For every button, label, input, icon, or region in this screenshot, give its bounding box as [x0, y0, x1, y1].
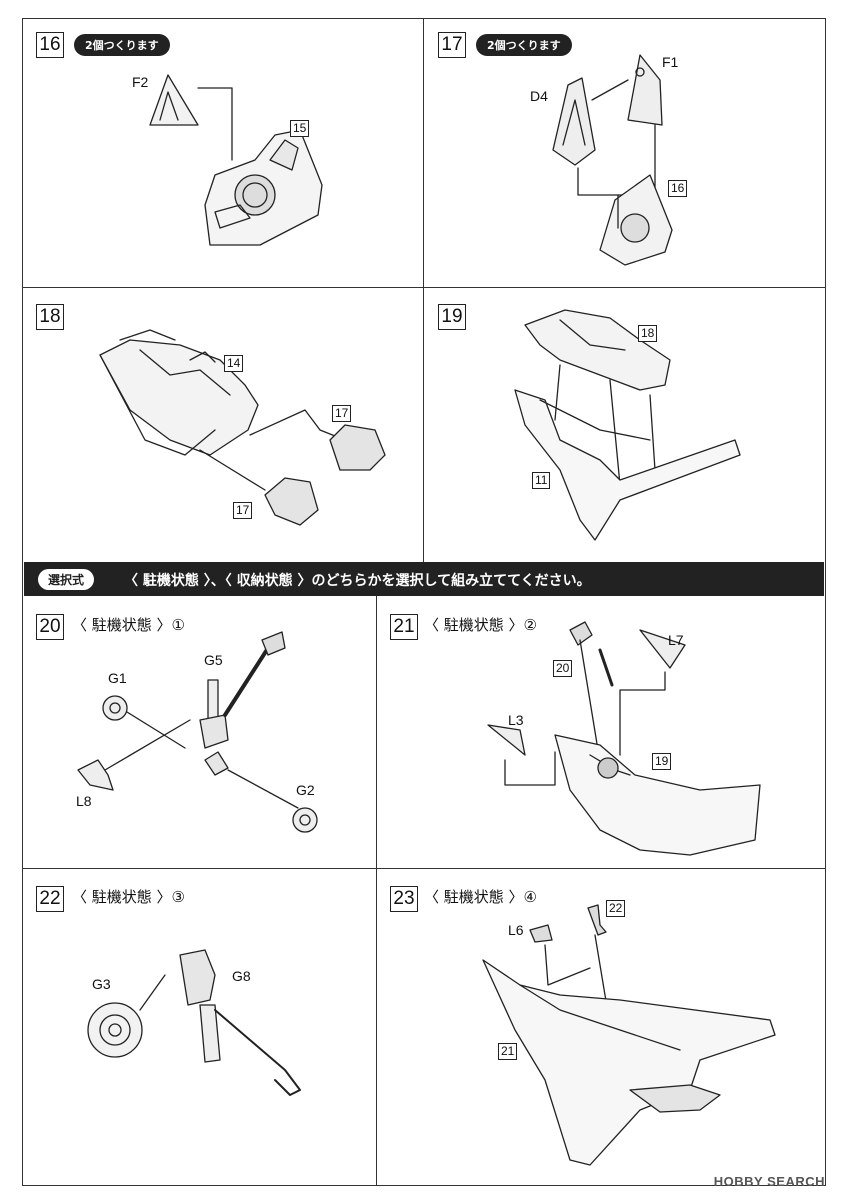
step-20-title: 〈 駐機状態 〉① [72, 616, 185, 634]
divider-row3 [22, 868, 826, 869]
part-label-19: 19 [652, 753, 672, 770]
step-16-number: 16 [36, 32, 64, 58]
part-label-17b: 17 [233, 502, 253, 519]
divider-bottom-vertical [376, 596, 377, 1186]
step23-illustration [482, 904, 776, 1166]
part-label-18: 18 [638, 325, 658, 342]
part-label-22: 22 [606, 900, 626, 917]
step-19-number: 19 [438, 304, 466, 330]
selection-banner: 選択式 〈 駐機状態 〉、〈 収納状態 〉のどちらかを選択して組み立ててください… [24, 562, 824, 596]
part-label-G3: G3 [92, 976, 111, 992]
step21-illustration [487, 621, 761, 856]
step18-illustration [99, 329, 386, 526]
part-label-14: 14 [224, 355, 244, 372]
step-20-number: 20 [36, 614, 64, 640]
step17-illustration [552, 54, 673, 266]
part-label-21: 21 [498, 1043, 518, 1060]
step-23-title: 〈 駐機状態 〉④ [424, 888, 537, 906]
part-label-D4: D4 [530, 88, 548, 104]
selection-instruction: 〈 駐機状態 〉、〈 収納状態 〉のどちらかを選択して組み立ててください。 [124, 573, 591, 589]
step-22-number: 22 [36, 886, 64, 912]
part-label-L6: L6 [508, 922, 524, 938]
part-label-G1: G1 [108, 670, 127, 686]
part-label-L7: L7 [668, 632, 684, 648]
page-frame [22, 18, 826, 1186]
part-label-G5: G5 [204, 652, 223, 668]
part-label-L3: L3 [508, 712, 524, 728]
step-23-number: 23 [390, 886, 418, 912]
part-label-F2: F2 [132, 74, 149, 90]
step-17-number: 17 [438, 32, 466, 58]
part-label-11: 11 [532, 472, 551, 489]
step-21-title: 〈 駐機状態 〉② [424, 616, 537, 634]
watermark-logo: HOBBY SEARCH [713, 1174, 825, 1189]
step-17-note: 2個つくります [476, 34, 572, 56]
step-18-number: 18 [36, 304, 64, 330]
part-label-20: 20 [553, 660, 573, 677]
part-label-F1: F1 [662, 54, 679, 70]
step-16-note: 2個つくります [74, 34, 170, 56]
divider-row1 [22, 287, 826, 288]
part-label-G2: G2 [296, 782, 315, 798]
part-label-L8: L8 [76, 793, 92, 809]
divider-top-vertical [423, 18, 424, 562]
step22-illustration [87, 949, 301, 1096]
step20-illustration [77, 631, 318, 833]
part-label-G8: G8 [232, 968, 251, 984]
part-label-15: 15 [290, 120, 310, 137]
selection-badge: 選択式 [38, 569, 95, 590]
step-22-title: 〈 駐機状態 〉③ [72, 888, 185, 906]
step-21-number: 21 [390, 614, 418, 640]
step19-illustration [514, 309, 741, 541]
step16-illustration [149, 74, 323, 246]
part-label-16: 16 [668, 180, 688, 197]
part-label-17a: 17 [332, 405, 352, 422]
